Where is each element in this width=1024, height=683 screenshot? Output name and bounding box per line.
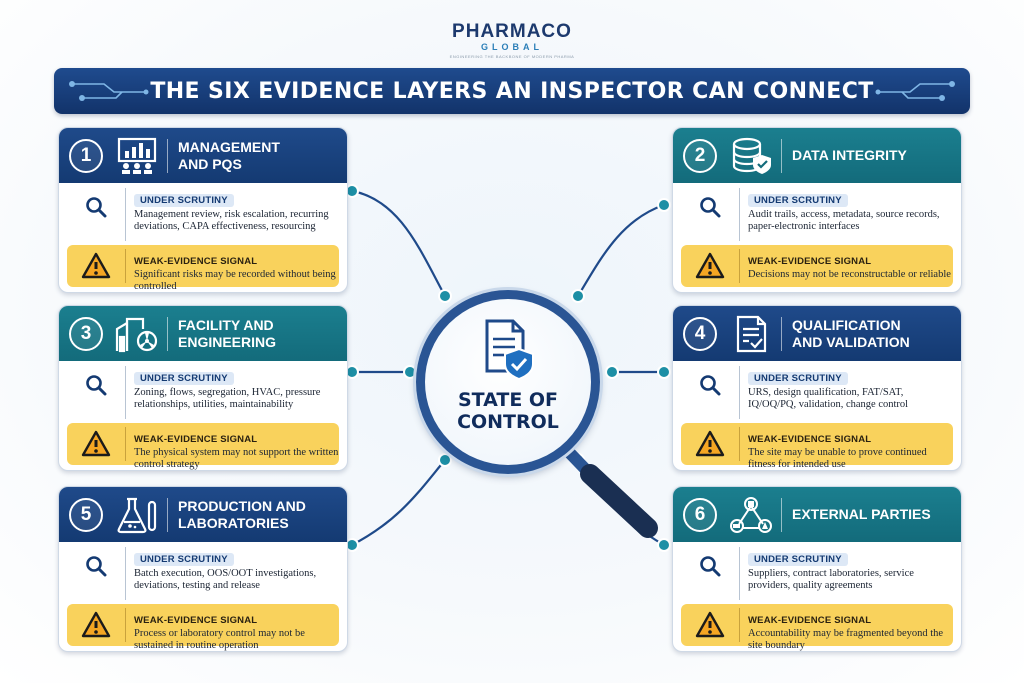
pharmaco-logo: PHARMACO GLOBAL ENGINEERING THE BACKBONE… bbox=[0, 22, 1024, 60]
under-scrutiny-label: UNDER SCRUTINY bbox=[134, 194, 234, 207]
layer-number: 1 bbox=[69, 138, 103, 173]
management-board-icon bbox=[117, 137, 157, 174]
under-scrutiny-section: UNDER SCRUTINY Suppliers, contract labor… bbox=[681, 542, 953, 604]
under-scrutiny-text: Batch execution, OOS/OOT investigations,… bbox=[134, 568, 317, 591]
under-scrutiny-label: UNDER SCRUTINY bbox=[748, 372, 848, 385]
weak-evidence-label: WEAK-EVIDENCE SIGNAL bbox=[748, 615, 872, 626]
search-icon bbox=[86, 375, 107, 396]
weak-evidence-text: Accountability may be fragmented beyond … bbox=[748, 628, 944, 651]
weak-evidence-label: WEAK-EVIDENCE SIGNAL bbox=[748, 256, 872, 267]
layer-card-1: 1 MANAGEMENT AND PQS UNDER SCRUTINY Mana… bbox=[58, 127, 348, 293]
flask-test-tube-icon bbox=[117, 497, 157, 533]
weak-evidence-section: WEAK-EVIDENCE SIGNAL The physical system… bbox=[67, 423, 339, 470]
weak-evidence-text: Process or laboratory control may not be… bbox=[134, 628, 305, 651]
under-scrutiny-label: UNDER SCRUTINY bbox=[134, 372, 234, 385]
layer-card-header: 5 PRODUCTION AND LABORATORIES bbox=[59, 487, 347, 542]
database-shield-icon bbox=[732, 137, 771, 174]
layer-title: MANAGEMENT AND PQS bbox=[178, 138, 280, 172]
layer-card-header: 6 EXTERNAL PARTIES bbox=[673, 487, 961, 542]
weak-evidence-section: WEAK-EVIDENCE SIGNAL Significant risks m… bbox=[67, 245, 339, 292]
layer-title: EXTERNAL PARTIES bbox=[792, 506, 931, 522]
layer-number: 5 bbox=[69, 497, 103, 532]
under-scrutiny-text: Audit trails, access, metadata, source r… bbox=[748, 209, 940, 232]
under-scrutiny-label: UNDER SCRUTINY bbox=[748, 194, 848, 207]
warning-icon bbox=[81, 611, 111, 638]
network-partners-icon bbox=[730, 496, 772, 533]
weak-evidence-text: Significant risks may be recorded withou… bbox=[134, 269, 336, 292]
under-scrutiny-section: UNDER SCRUTINY Zoning, flows, segregatio… bbox=[67, 361, 339, 423]
layer-title: QUALIFICATION AND VALIDATION bbox=[792, 316, 910, 350]
connector-layer-1 bbox=[351, 189, 446, 297]
layer-card-5: 5 PRODUCTION AND LABORATORIES UNDER SCRU… bbox=[58, 486, 348, 652]
weak-evidence-text: The physical system may not support the … bbox=[134, 447, 339, 470]
layer-card-header: 3 FACILITY AND ENGINEERING bbox=[59, 306, 347, 361]
state-of-control-magnifier: STATE OF CONTROL bbox=[416, 290, 600, 474]
search-icon bbox=[86, 556, 107, 577]
logo-name: PHARMACO bbox=[452, 21, 572, 42]
shield-check-document-icon bbox=[485, 319, 534, 381]
circuit-right-icon bbox=[875, 81, 955, 101]
layer-title: PRODUCTION AND LABORATORIES bbox=[178, 497, 306, 531]
warning-icon bbox=[695, 611, 725, 638]
logo-subname: GLOBAL bbox=[481, 42, 543, 52]
circuit-left-icon bbox=[69, 81, 149, 101]
warning-icon bbox=[81, 252, 111, 279]
layer-number: 6 bbox=[683, 497, 717, 532]
layer-card-header: 2 DATA INTEGRITY bbox=[673, 128, 961, 183]
layer-number: 3 bbox=[69, 316, 103, 351]
layer-title: DATA INTEGRITY bbox=[792, 147, 907, 163]
under-scrutiny-section: UNDER SCRUTINY URS, design qualification… bbox=[681, 361, 953, 423]
under-scrutiny-label: UNDER SCRUTINY bbox=[748, 553, 848, 566]
warning-icon bbox=[81, 430, 111, 457]
under-scrutiny-section: UNDER SCRUTINY Batch execution, OOS/OOT … bbox=[67, 542, 339, 604]
weak-evidence-text: Decisions may not be reconstructable or … bbox=[748, 269, 951, 280]
weak-evidence-label: WEAK-EVIDENCE SIGNAL bbox=[134, 615, 258, 626]
weak-evidence-section: WEAK-EVIDENCE SIGNAL Process or laborato… bbox=[67, 604, 339, 651]
search-icon bbox=[700, 375, 721, 396]
search-icon bbox=[700, 197, 721, 218]
under-scrutiny-text: Zoning, flows, segregation, HVAC, pressu… bbox=[134, 387, 321, 410]
layer-card-2: 2 DATA INTEGRITY UNDER SCRUTINY Audit tr… bbox=[672, 127, 962, 293]
weak-evidence-label: WEAK-EVIDENCE SIGNAL bbox=[748, 434, 872, 445]
magnifier-handle-icon bbox=[559, 442, 658, 538]
weak-evidence-section: WEAK-EVIDENCE SIGNAL Accountability may … bbox=[681, 604, 953, 651]
warning-icon bbox=[695, 252, 725, 279]
connector-layer-2 bbox=[577, 203, 665, 297]
connector-layer-5 bbox=[351, 459, 446, 546]
layer-title: FACILITY AND ENGINEERING bbox=[178, 316, 277, 350]
facility-fan-icon bbox=[115, 317, 158, 352]
under-scrutiny-text: Management review, risk escalation, recu… bbox=[134, 209, 329, 232]
title-banner: THE SIX EVIDENCE LAYERS AN INSPECTOR CAN… bbox=[54, 68, 970, 114]
center-label: STATE OF CONTROL bbox=[457, 389, 559, 433]
weak-evidence-text: The site may be unable to prove continue… bbox=[748, 447, 927, 470]
weak-evidence-section: WEAK-EVIDENCE SIGNAL Decisions may not b… bbox=[681, 245, 953, 287]
warning-icon bbox=[695, 430, 725, 457]
layer-card-header: 4 QUALIFICATION AND VALIDATION bbox=[673, 306, 961, 361]
layer-card-6: 6 EXTERNAL PARTIES UNDER SCRUTINY Suppli… bbox=[672, 486, 962, 652]
under-scrutiny-text: URS, design qualification, FAT/SAT, IQ/O… bbox=[748, 387, 909, 410]
weak-evidence-label: WEAK-EVIDENCE SIGNAL bbox=[134, 256, 258, 267]
weak-evidence-section: WEAK-EVIDENCE SIGNAL The site may be una… bbox=[681, 423, 953, 470]
under-scrutiny-section: UNDER SCRUTINY Audit trails, access, met… bbox=[681, 183, 953, 245]
layer-number: 4 bbox=[683, 316, 717, 351]
logo-tagline: ENGINEERING THE BACKBONE OF MODERN PHARM… bbox=[449, 54, 575, 59]
layer-card-header: 1 MANAGEMENT AND PQS bbox=[59, 128, 347, 183]
search-icon bbox=[86, 197, 107, 218]
search-icon bbox=[700, 556, 721, 577]
page-title: THE SIX EVIDENCE LAYERS AN INSPECTOR CAN… bbox=[150, 78, 874, 104]
under-scrutiny-text: Suppliers, contract laboratories, servic… bbox=[748, 568, 914, 591]
under-scrutiny-label: UNDER SCRUTINY bbox=[134, 553, 234, 566]
layer-number: 2 bbox=[683, 138, 717, 173]
layer-card-4: 4 QUALIFICATION AND VALIDATION UNDER SCR… bbox=[672, 305, 962, 471]
connector-layer-6 bbox=[577, 459, 665, 546]
checklist-document-icon bbox=[736, 315, 767, 352]
under-scrutiny-section: UNDER SCRUTINY Management review, risk e… bbox=[67, 183, 339, 245]
weak-evidence-label: WEAK-EVIDENCE SIGNAL bbox=[134, 434, 258, 445]
layer-card-3: 3 FACILITY AND ENGINEERING UNDER SCRUTIN… bbox=[58, 305, 348, 471]
